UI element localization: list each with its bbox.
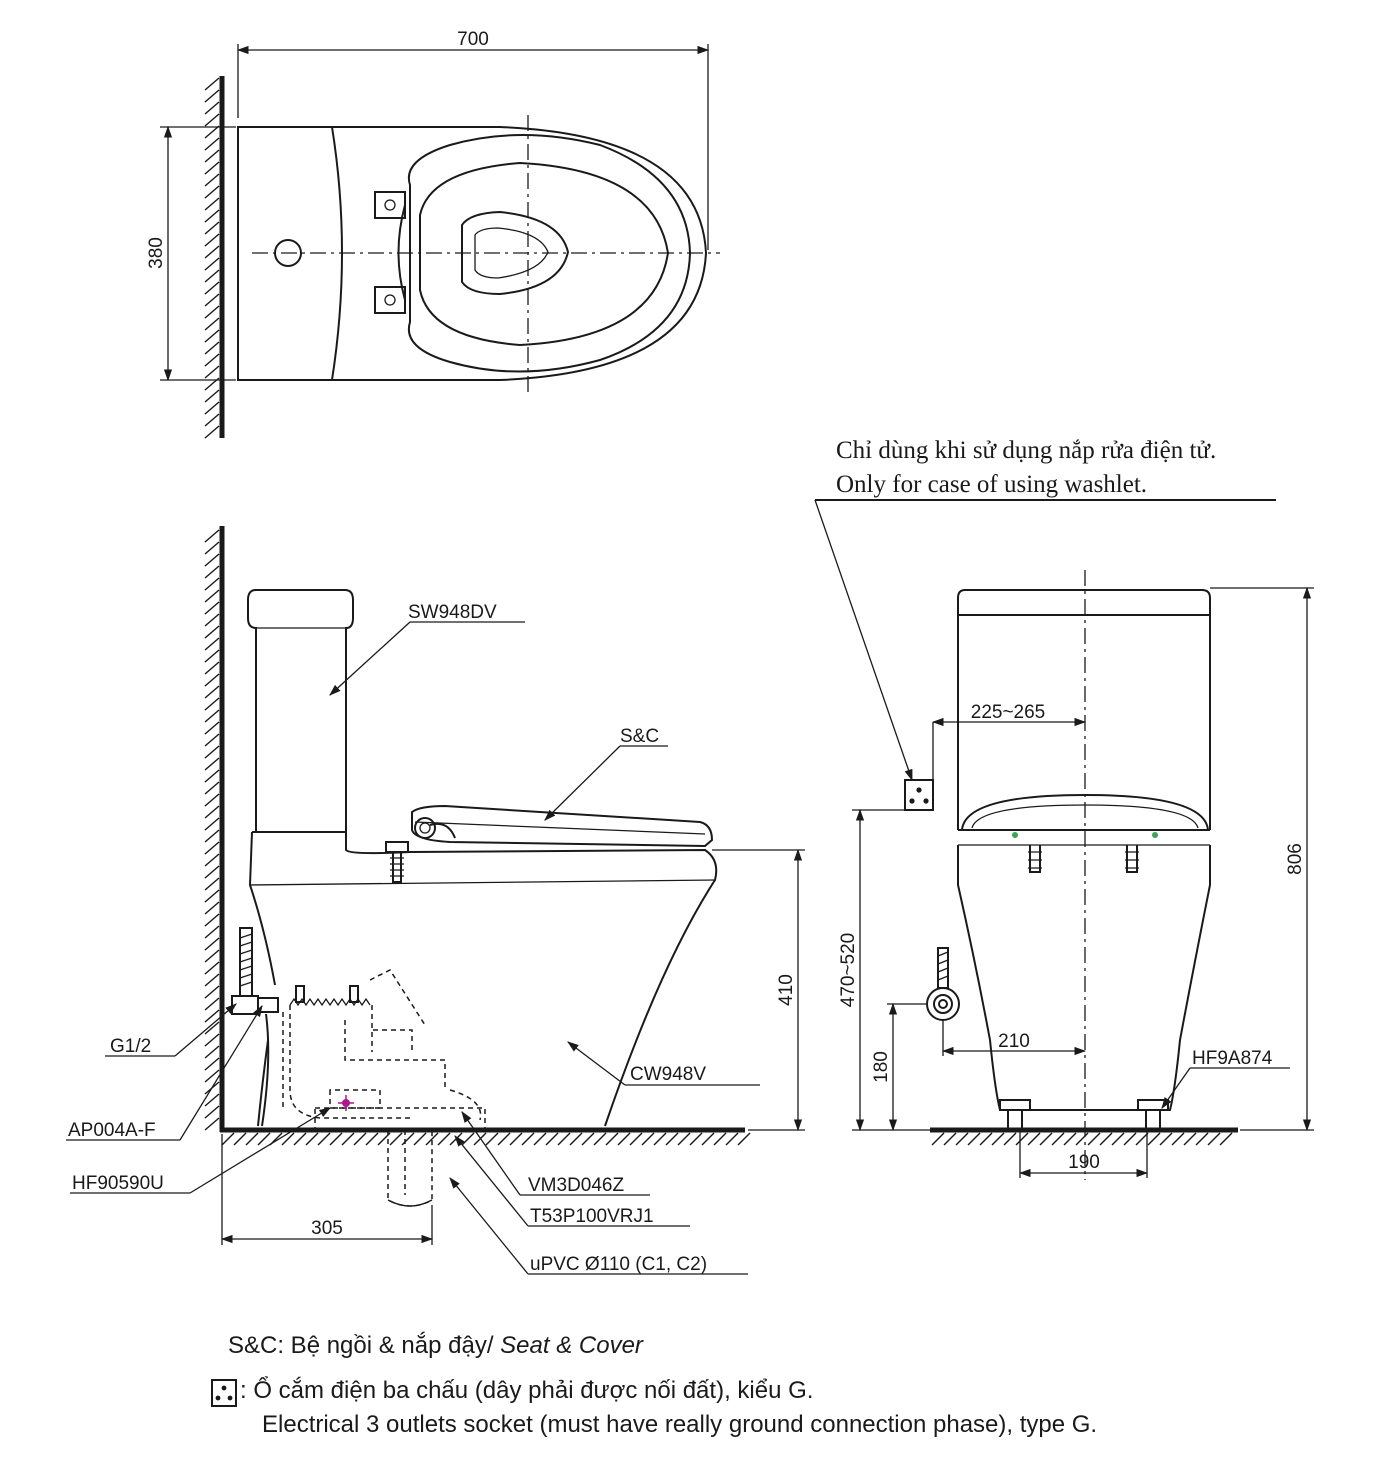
side-bowl <box>248 831 718 1127</box>
bolt-caps <box>999 1099 1169 1131</box>
dim-total-height: 806 <box>1285 843 1306 875</box>
legend-sc-en: Seat & Cover <box>500 1332 644 1359</box>
dim-width: 700 <box>457 29 489 50</box>
legend-sc-prefix: S&C: Bệ ngồi & nắp đậy/ <box>228 1332 500 1359</box>
front-bowl <box>957 845 1211 1111</box>
dim-socket-height: 470~520 <box>838 933 859 1008</box>
legend-seat-cover: S&C: Bệ ngồi & nắp đậy/ Seat & Cover <box>228 1332 644 1359</box>
legend: S&C: Bệ ngồi & nắp đậy/ Seat & Cover : Ổ… <box>211 1332 1097 1438</box>
socket-icon <box>904 779 934 811</box>
dim-socket-offset: 225~265 <box>971 702 1046 723</box>
side-tank <box>247 589 354 833</box>
label-bolt: HF9A874 <box>1192 1048 1273 1069</box>
legend-socket-vi: : Ổ cắm điện ba chấu (dây phải được nối … <box>240 1376 813 1404</box>
dim-seat-height: 410 <box>776 974 797 1006</box>
label-flange: VM3D046Z <box>528 1175 624 1196</box>
dim-rough-in: 305 <box>311 1218 343 1239</box>
label-seat: S&C <box>620 726 659 747</box>
drain-pipe <box>387 1130 433 1207</box>
trap-outline <box>289 969 446 1119</box>
label-adapter: T53P100VRJ1 <box>530 1206 654 1227</box>
bowl-opening <box>461 210 570 296</box>
dim-depth: 380 <box>146 237 167 269</box>
angle-valve <box>231 927 279 1127</box>
label-tank: SW948DV <box>408 602 497 623</box>
tank-outline <box>237 126 343 381</box>
floor-flange <box>314 1095 486 1131</box>
label-bowl: CW948V <box>630 1064 706 1085</box>
side-seat-cover <box>411 804 714 848</box>
front-supply-valve <box>926 947 960 1021</box>
front-tank <box>957 589 1211 616</box>
dim-supply-height: 180 <box>871 1051 892 1083</box>
label-gasket: HF90590U <box>72 1173 164 1194</box>
side-view: SW948DV S&C CW948V G1/2 AP004A-F HF90590… <box>66 526 805 1275</box>
dim-supply-offset: 210 <box>998 1031 1030 1052</box>
seat-inner <box>419 161 670 347</box>
label-valve-thread: G1/2 <box>110 1036 151 1057</box>
label-pipe: uPVC Ø110 (C1, C2) <box>530 1254 707 1275</box>
top-view: 700 380 <box>146 29 720 439</box>
note-vi: Chỉ dùng khi sử dụng nắp rửa điện tử. <box>836 437 1216 464</box>
legend-socket-en: Electrical 3 outlets socket (must have r… <box>262 1411 1097 1438</box>
label-angle-valve: AP004A-F <box>68 1120 156 1141</box>
note-en: Only for case of using washlet. <box>836 471 1147 498</box>
bowl-outline <box>332 126 708 381</box>
front-view: Chỉ dùng khi sử dụng nắp rửa điện tử. On… <box>814 437 1314 1180</box>
wall-hatch <box>204 77 220 439</box>
legend-socket-icon <box>211 1379 237 1407</box>
dim-bolt-spacing: 190 <box>1068 1152 1100 1173</box>
